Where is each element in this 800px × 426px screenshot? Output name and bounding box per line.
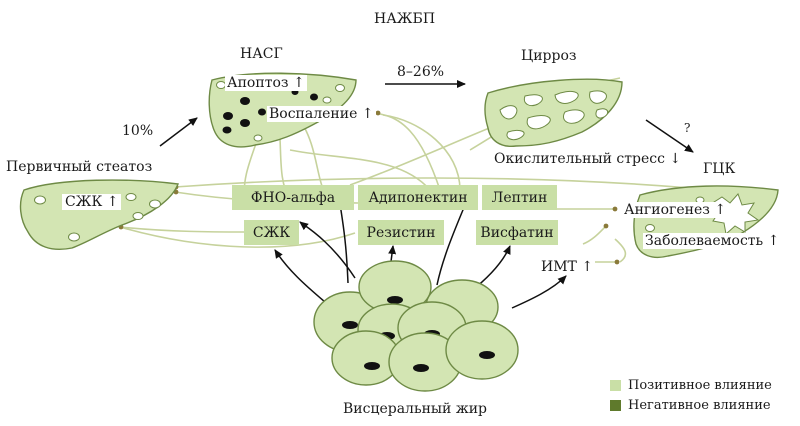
legend-swatch-negative [610, 400, 621, 411]
effect-apoptosis: Апоптоз ↑ [225, 75, 307, 91]
steatosis-liver-shape [19, 179, 179, 250]
mediator-box-adiponectin: Адипонектин [358, 185, 478, 210]
effect-inflammation: Воспаление ↑ [267, 106, 376, 122]
legend-label-positive: Позитивное влияние [628, 378, 772, 393]
visceral-fat-label: Висцеральный жир [343, 401, 487, 417]
stage-label-nash: НАСГ [240, 46, 283, 62]
fat-cell-nucleus [342, 321, 358, 329]
visceral-fat-cells [313, 260, 519, 392]
diagram-title: НАЖБП [374, 11, 436, 27]
arrow-label-8-26pct: 8–26% [397, 64, 445, 80]
mediator-box-resistin: Резистин [358, 220, 444, 245]
legend-label-negative: Негативное влияние [628, 398, 771, 413]
fat-cell-nucleus [479, 351, 495, 359]
arrow-label-10pct: 10% [122, 123, 154, 139]
mediator-box-sjk: СЖК [244, 220, 299, 245]
legend-swatch-positive [610, 380, 621, 391]
stage-label-cirrhosis: Цирроз [521, 48, 577, 64]
effect-morbidity: Заболеваемость ↑ [643, 233, 782, 249]
mediator-box-leptin: Лептин [482, 185, 557, 210]
effect-oxidative-stress: Окислительный стресс ↓ [492, 151, 684, 167]
cirrhosis-liver-shape [484, 78, 623, 147]
effect-angiogenesis: Ангиогенез ↑ [622, 202, 729, 218]
effect-sjk-liver: СЖК ↑ [62, 194, 122, 210]
fat-cell-nucleus [387, 296, 403, 304]
stage-label-steatosis: Первичный стеатоз [6, 159, 153, 175]
fat-cell-nucleus [413, 364, 429, 372]
arrow-label-question: ? [684, 121, 691, 135]
mediator-box-tnf: ФНО-альфа [232, 185, 354, 210]
stage-label-hcc: ГЦК [703, 161, 736, 177]
fat-cell-nucleus [364, 362, 380, 370]
mediator-box-visfatin: Висфатин [476, 220, 558, 245]
effect-bmi: ИМТ ↑ [541, 259, 594, 275]
fat-cell [445, 320, 519, 380]
